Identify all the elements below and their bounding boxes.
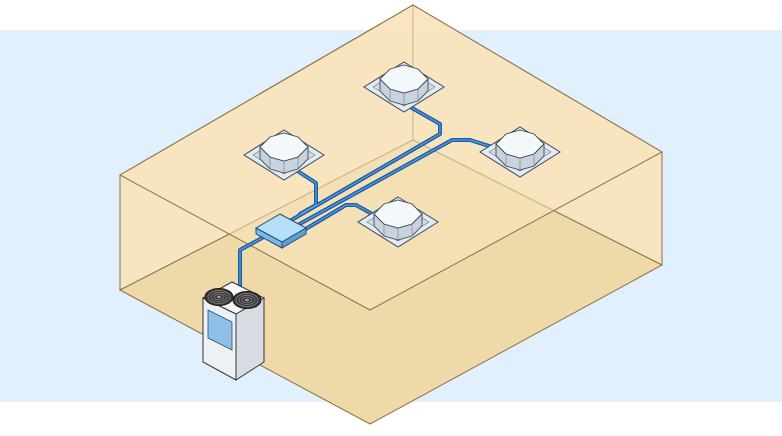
branch-controller-box xyxy=(254,213,308,249)
fan-icon xyxy=(232,291,262,309)
fan-icon xyxy=(204,288,234,306)
outdoor-condenser-unit xyxy=(201,281,266,381)
outdoor-unit-panel xyxy=(207,309,233,351)
